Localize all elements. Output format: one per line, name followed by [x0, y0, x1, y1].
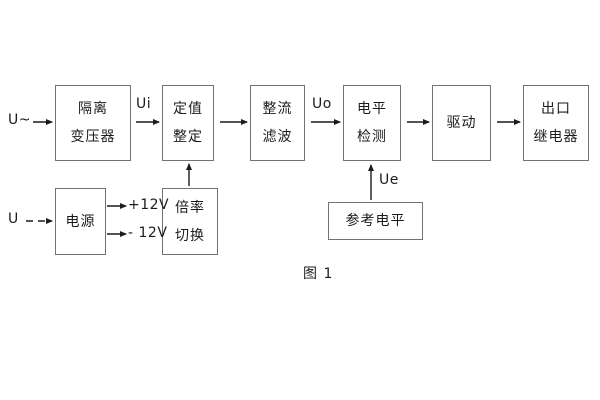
label-ui: Ui [136, 96, 152, 112]
block-line: 驱动 [446, 115, 477, 131]
block-line: 滤波 [262, 129, 293, 145]
label-input-ac: U~ [8, 112, 31, 128]
block-setting-value[interactable]: 定值 整定 [162, 85, 214, 161]
block-line: 变压器 [70, 129, 116, 145]
block-line: 切换 [175, 227, 205, 244]
label-positive-12v: +12V [128, 197, 170, 213]
label-negative-12v: - 12V [128, 225, 168, 241]
block-reference-level[interactable]: 参考电平 [328, 202, 423, 240]
block-drive[interactable]: 驱动 [432, 85, 491, 161]
block-line: 整流 [262, 101, 293, 117]
block-level-detection[interactable]: 电平 检测 [343, 85, 401, 161]
label-ue: Ue [379, 172, 399, 188]
block-line: 电平 [357, 101, 387, 117]
label-input-dc: U [8, 211, 19, 227]
block-line: 继电器 [533, 129, 579, 145]
block-isolation-transformer[interactable]: 隔离 变压器 [55, 85, 131, 161]
block-line: 电源 [65, 213, 96, 230]
block-power-supply[interactable]: 电源 [55, 188, 106, 255]
figure-caption: 图 1 [303, 266, 334, 282]
block-line: 定值 [173, 101, 203, 117]
block-output-relay[interactable]: 出口 继电器 [523, 85, 589, 161]
block-line: 出口 [541, 101, 571, 117]
block-line: 参考电平 [345, 213, 406, 229]
block-line: 倍率 [175, 199, 205, 216]
block-rectify-filter[interactable]: 整流 滤波 [250, 85, 305, 161]
block-line: 整定 [173, 129, 203, 145]
block-ratio-switch[interactable]: 倍率 切换 [162, 188, 218, 255]
label-uo: Uo [312, 96, 332, 112]
block-line: 隔离 [78, 101, 108, 117]
block-line: 检测 [357, 129, 387, 145]
